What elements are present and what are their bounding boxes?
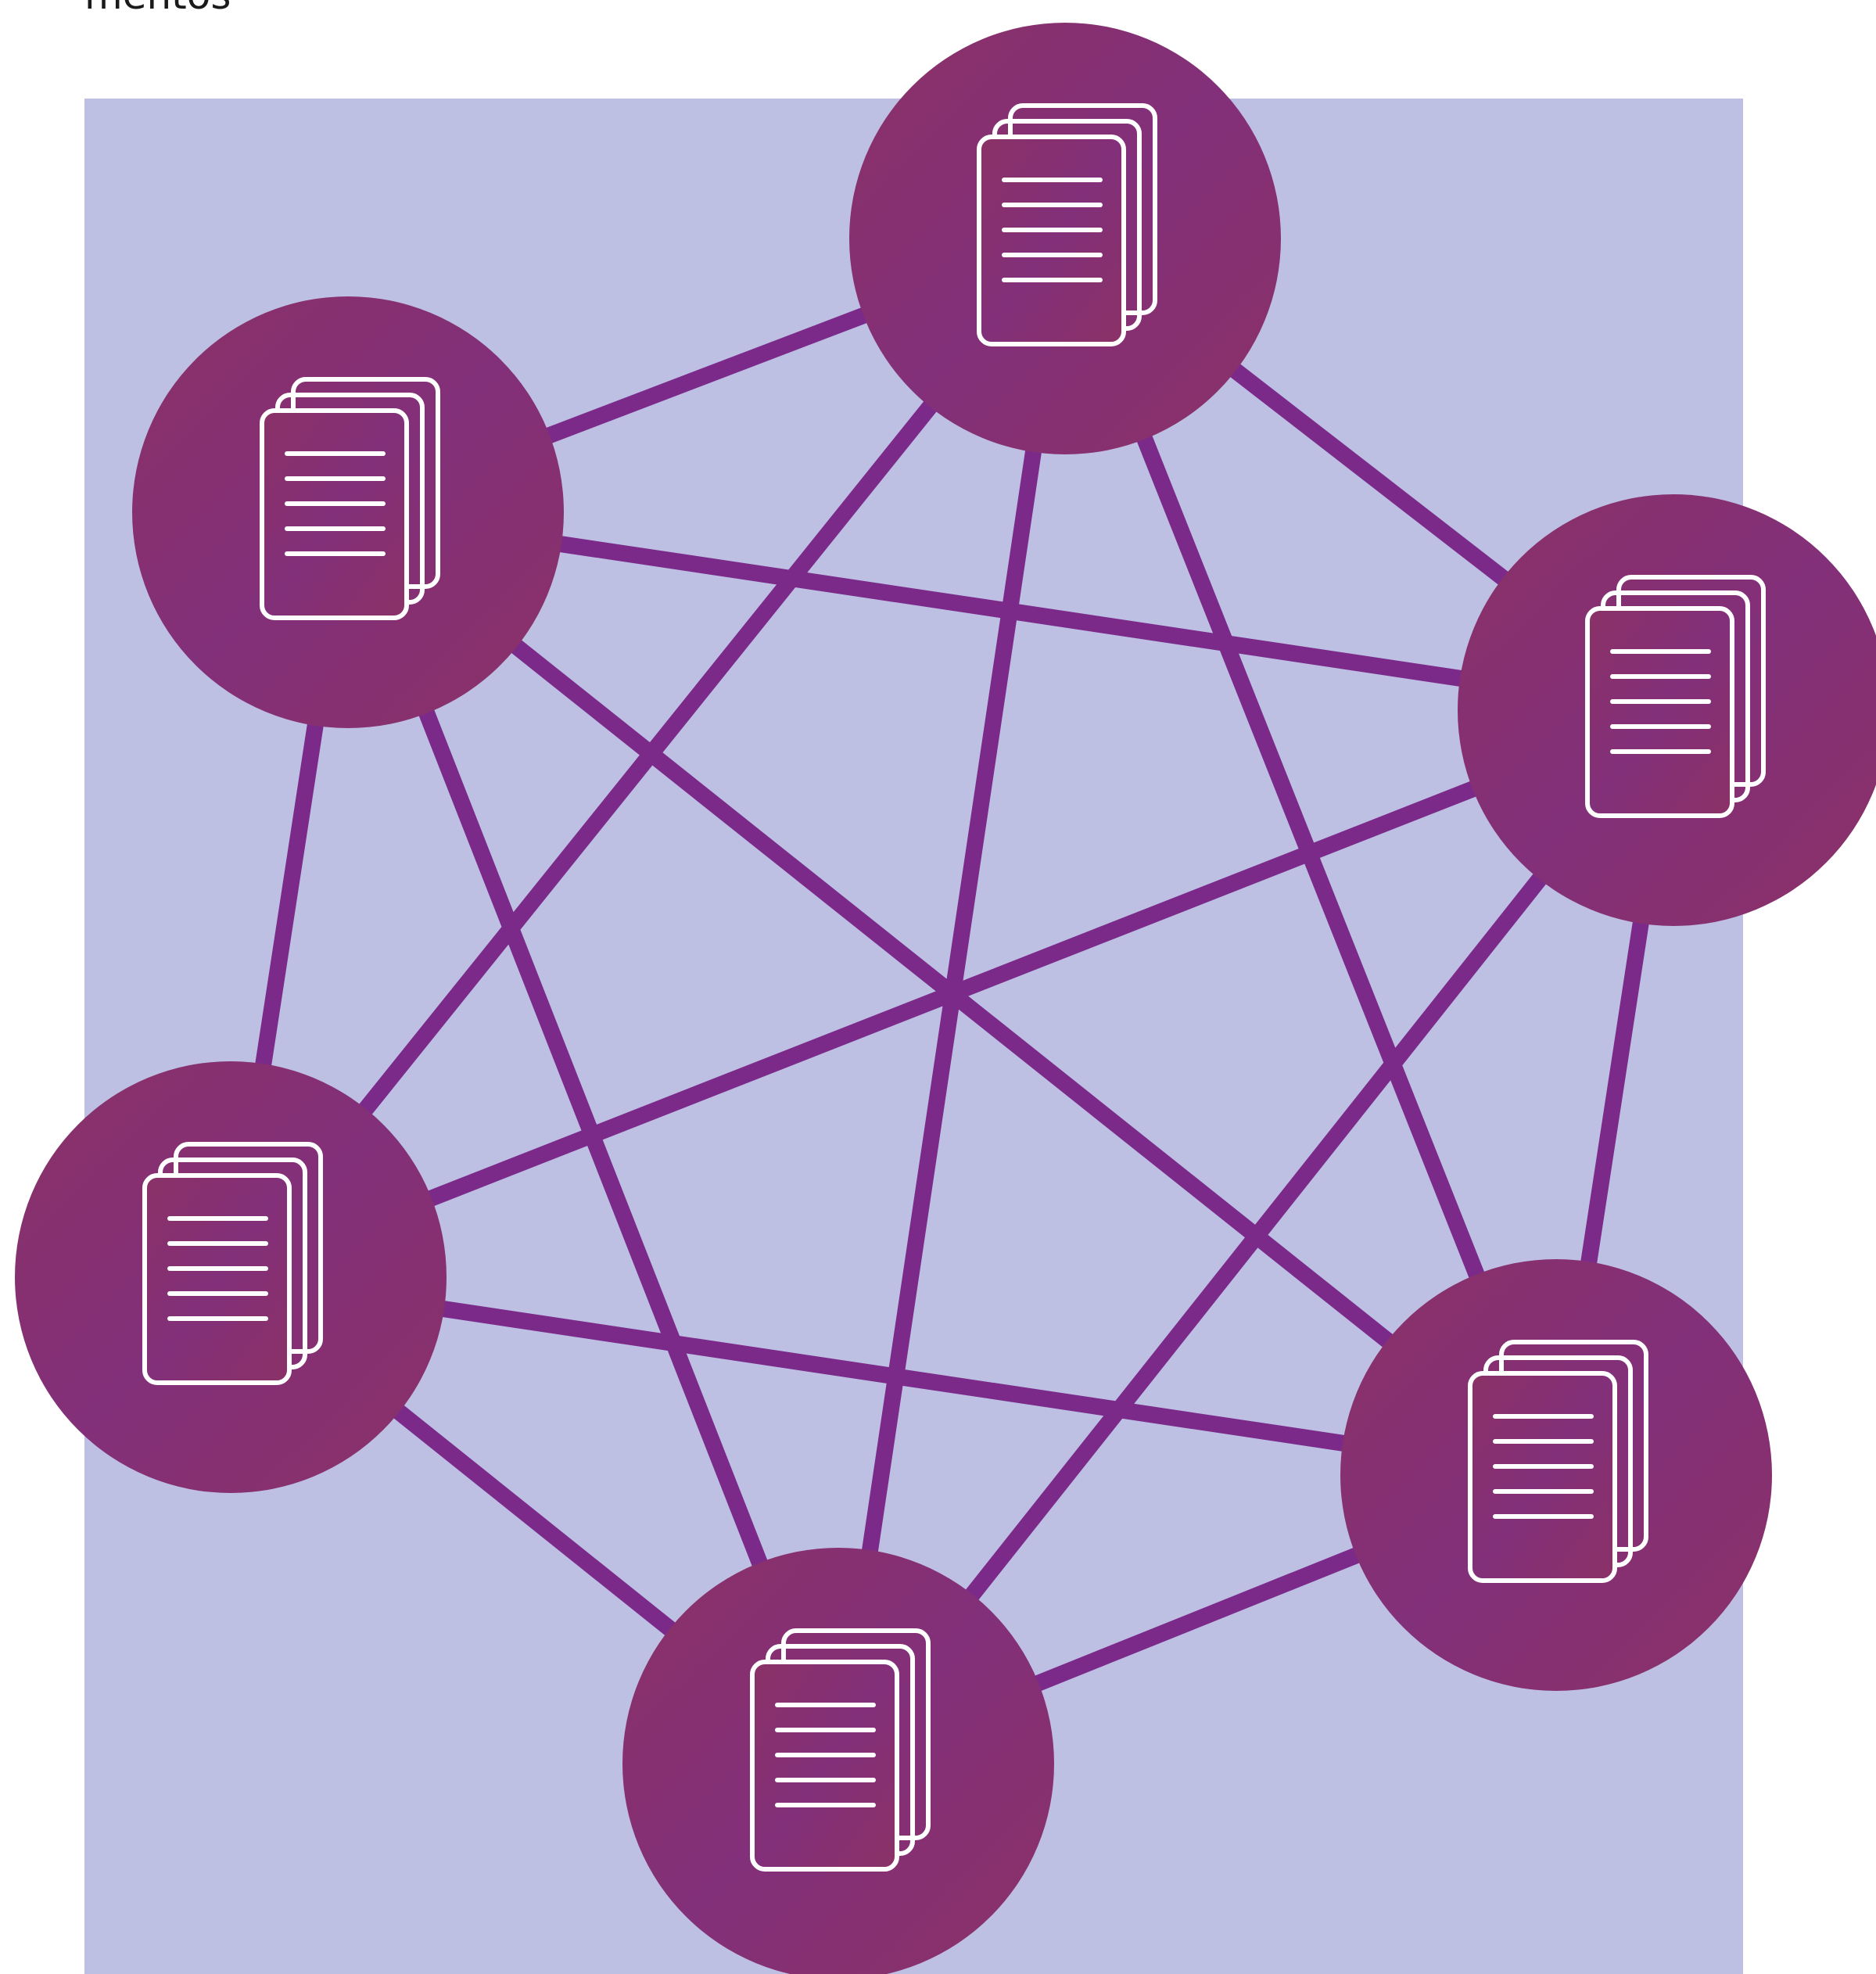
caption-text: mentos: [84, 0, 231, 19]
node-upper-left: [132, 296, 564, 728]
document-stack-icon: [750, 1628, 931, 1872]
edge-upper-left-right: [346, 504, 1675, 719]
node-lower-right: [1340, 1259, 1772, 1691]
node-bottom: [622, 1548, 1054, 1974]
document-page: [1585, 606, 1734, 818]
node-top: [849, 23, 1281, 454]
document-stack-icon: [1468, 1340, 1648, 1583]
node-left: [15, 1061, 447, 1493]
document-stack-icon: [1585, 575, 1766, 818]
edge-left-lower-right: [229, 1269, 1558, 1484]
document-page: [1468, 1371, 1617, 1583]
node-right: [1458, 494, 1876, 926]
document-stack-icon: [142, 1142, 323, 1385]
document-stack-icon: [977, 103, 1157, 346]
document-page: [142, 1173, 292, 1385]
document-page: [260, 408, 409, 620]
document-page: [750, 1660, 899, 1872]
nodes-layer: [15, 23, 1876, 1974]
edge-right-left: [228, 702, 1677, 1285]
edge-right-bottom: [831, 705, 1681, 1769]
document-stack-icon: [260, 377, 440, 620]
document-page: [977, 135, 1126, 346]
